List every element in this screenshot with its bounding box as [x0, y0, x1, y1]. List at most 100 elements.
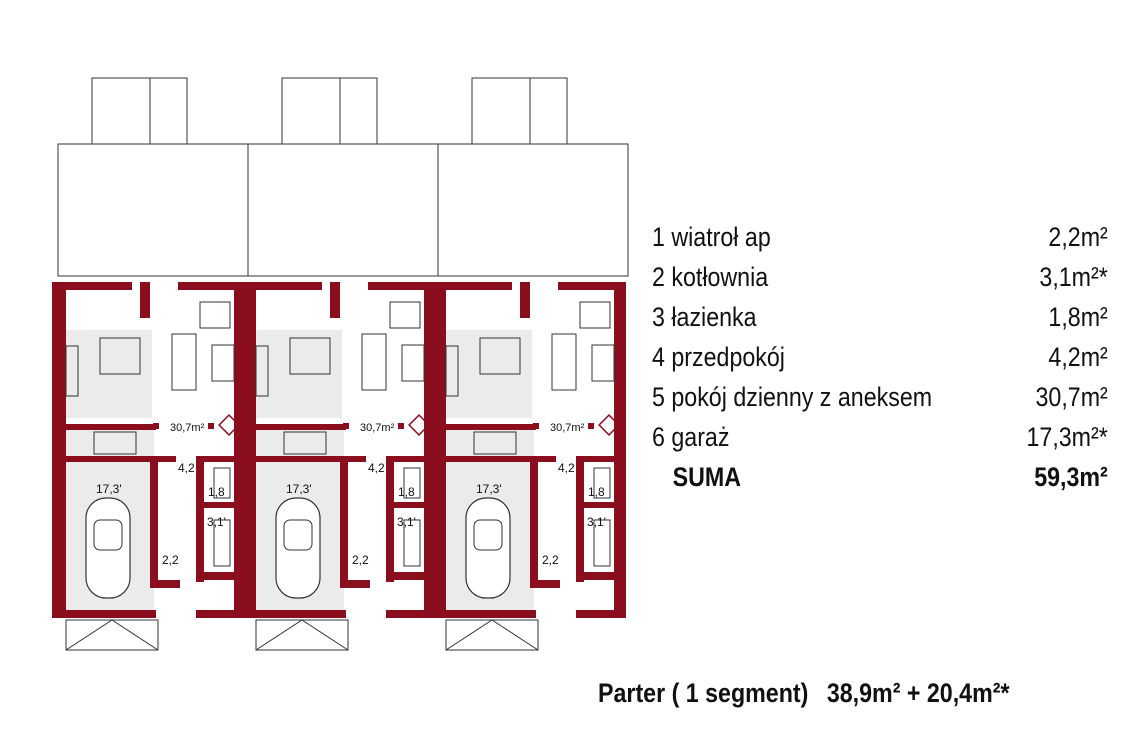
wall-bottom [432, 610, 536, 618]
car-icon [275, 497, 321, 599]
dining-table [289, 337, 331, 375]
car-icon [85, 497, 131, 599]
bathroom-fixture [213, 467, 231, 499]
roof-box [471, 77, 568, 145]
room-label-vestibule: 2,2 [162, 553, 179, 567]
table-chairs [579, 301, 611, 329]
wall-bath-left [576, 456, 584, 582]
marker [153, 423, 159, 429]
room-label-living: 30,7m² [550, 422, 585, 434]
wall-bottom-right [576, 610, 626, 618]
wall-mid [66, 424, 156, 430]
heating-symbol [598, 414, 620, 436]
room-label-boiler: 3,1' [397, 515, 416, 529]
sofa [361, 333, 387, 391]
wall-garage-top [446, 456, 556, 462]
room-label-vestibule: 2,2 [542, 553, 559, 567]
dining-table [99, 337, 141, 375]
step-line [491, 619, 539, 651]
car-roof [283, 519, 313, 551]
kitchen-counter [445, 345, 459, 397]
wall-vestibule [340, 580, 370, 588]
wall-vestibule [530, 580, 560, 588]
room-label-bath: 1,8 [588, 485, 605, 499]
kitchen-counter [255, 345, 269, 397]
stair-floor [256, 430, 344, 460]
room-label-garage: 17,3' [286, 482, 312, 496]
wall-pillar [520, 282, 530, 318]
room-label-garage: 17,3' [476, 482, 502, 496]
stairs [93, 431, 137, 455]
legend-room-label: 1 wiatroł ap [652, 222, 771, 252]
tv-stand [211, 344, 235, 382]
floor-plan: 30,7m²17,3'4,21,83,1'2,230,7m²17,3'4,21,… [52, 77, 629, 651]
legend-room-area: 2,2m² [1048, 222, 1108, 252]
wall-boiler-bottom [576, 572, 614, 580]
wall-top-left [52, 282, 132, 290]
wall-garage-top [66, 456, 176, 462]
wall-garage-right [340, 456, 348, 586]
wall-bath-bottom [196, 502, 234, 508]
front-steps [445, 619, 539, 651]
caption-title: Parter ( 1 segment) [598, 678, 809, 708]
legend-room-area: 4,2m² [1048, 342, 1108, 372]
wall-garage-right [530, 456, 538, 586]
roof-box [281, 77, 378, 145]
room-label-living: 30,7m² [170, 422, 205, 434]
step-line [255, 619, 303, 651]
wall-garage-top [256, 456, 366, 462]
kitchen-counter [65, 345, 79, 397]
wall-bath-top [386, 456, 424, 462]
legend-room-area: 3,1m²* [1039, 262, 1108, 292]
heating-symbol [408, 414, 430, 436]
wall-top-right [178, 282, 246, 290]
stairs [473, 431, 517, 455]
roof-box [91, 77, 188, 145]
legend-room-label: 5 pokój dzienny z aneksem [652, 382, 933, 412]
wall-garage-right [150, 456, 158, 586]
wall-top-right [368, 282, 436, 290]
marker [588, 423, 594, 429]
wall-bath-bottom [386, 502, 424, 508]
car-roof [473, 519, 503, 551]
room-label-boiler: 3,1' [587, 515, 606, 529]
legend-room-area: 30,7m² [1035, 382, 1108, 412]
wall-bottom [242, 610, 346, 618]
terrace [57, 143, 249, 277]
wall-vestibule [150, 580, 180, 588]
wall-boiler-bottom [386, 572, 424, 580]
caption-areas: 38,9m² + 20,4m²* [826, 678, 1010, 708]
stair-floor [446, 430, 534, 460]
wall-boiler-bottom [196, 572, 234, 580]
room-label-hall: 4,2 [368, 461, 385, 475]
room-label-vestibule: 2,2 [352, 553, 369, 567]
legend-room-label: 3 łazienka [652, 302, 757, 332]
marker [398, 423, 404, 429]
plan-caption: Parter ( 1 segment) 38,9m² + 20,4m²* [598, 678, 1009, 709]
terrace [247, 143, 439, 277]
car-roof [93, 519, 123, 551]
dining-table [479, 337, 521, 375]
stair-floor [66, 430, 154, 460]
wall-bath-left [386, 456, 394, 582]
wall-left [432, 282, 446, 618]
legend-room-area: 17,3m²* [1026, 422, 1108, 452]
sofa [171, 333, 197, 391]
wall-bath-top [196, 456, 234, 462]
wall-bottom-right [386, 610, 436, 618]
table-chairs [199, 301, 231, 329]
legend-room-label: 2 kotłownia [652, 262, 769, 292]
wall-bottom [52, 610, 156, 618]
tv-stand [591, 344, 615, 382]
room-label-living: 30,7m² [360, 422, 395, 434]
room-label-boiler: 3,1' [207, 515, 226, 529]
wall-left [242, 282, 256, 618]
room-label-hall: 4,2 [178, 461, 195, 475]
stairs [283, 431, 327, 455]
legend-row: 5 pokój dzienny z aneksem 30,7m² [652, 382, 1108, 422]
